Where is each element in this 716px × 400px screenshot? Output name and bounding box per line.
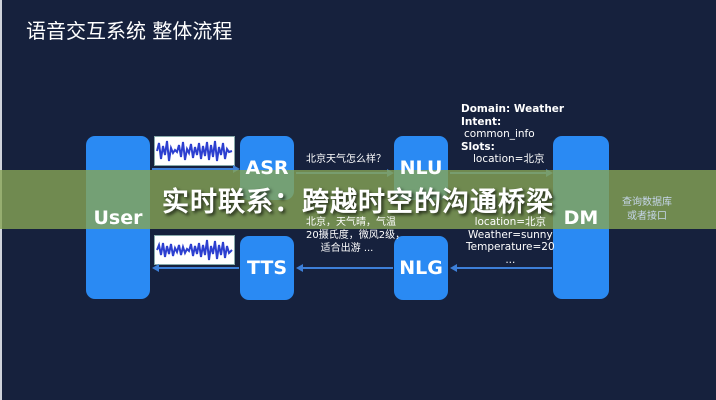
text-line: ... [505, 253, 516, 266]
node-dm: DM [563, 206, 599, 229]
arrow-head [450, 264, 457, 272]
arrow-nlg-tts [303, 267, 393, 269]
arrow-head [233, 165, 240, 173]
arrow-tts-user [159, 267, 239, 269]
intent-value: common_info [464, 128, 535, 140]
node-tts: TTS [246, 257, 288, 279]
nlu-output-info: Domain: Weather Intent: common_info Slot… [461, 103, 564, 166]
text-line: 查询数据库 [622, 197, 672, 208]
text-line: Temperature=20 [466, 241, 555, 253]
node-tts-box: TTS [240, 236, 294, 300]
dm-side-note: 查询数据库 或者接口 [622, 196, 672, 224]
node-nlu: NLU [399, 157, 443, 179]
overlay-banner: 实时联系：跨越时空的沟通桥梁 [0, 170, 716, 229]
node-user: User [93, 206, 143, 229]
node-nlg: NLG [399, 257, 443, 279]
page-title: 语音交互系统 整体流程 [26, 19, 233, 43]
text-line: 适合出游 ... [320, 243, 374, 254]
arrow-head [296, 264, 303, 272]
text-line: location=北京 [474, 216, 547, 228]
node-nlg-box: NLG [394, 236, 448, 300]
arrow-user-asr [152, 168, 234, 170]
node-asr: ASR [245, 157, 289, 179]
dm-output-info: location=北京 Weather=sunny Temperature=20… [466, 216, 555, 266]
slots-label: Slots: [461, 140, 495, 153]
intent-label: Intent: [461, 115, 502, 128]
text-line: Weather=sunny [468, 228, 553, 241]
arrow-head [152, 264, 159, 272]
node-user-box: User [86, 136, 150, 299]
waveform-input [154, 136, 235, 166]
asr-output-text: 北京天气怎么样？ [306, 154, 386, 165]
arrow-dm-nlg [457, 267, 552, 269]
text-line: 北京，天气晴，气温 [306, 217, 396, 228]
banner-title: 实时联系：跨越时空的沟通桥梁 [162, 187, 554, 218]
nlg-output-text: 北京，天气晴，气温 20摄氏度，微风2级， 适合出游 ... [306, 216, 406, 255]
slot-value: location=北京 [473, 153, 545, 165]
waveform-output [154, 235, 235, 265]
text-line: 或者接口 [627, 211, 667, 222]
domain-line: Domain: Weather [461, 103, 565, 115]
text-line: 20摄氏度，微风2级， [306, 230, 406, 241]
